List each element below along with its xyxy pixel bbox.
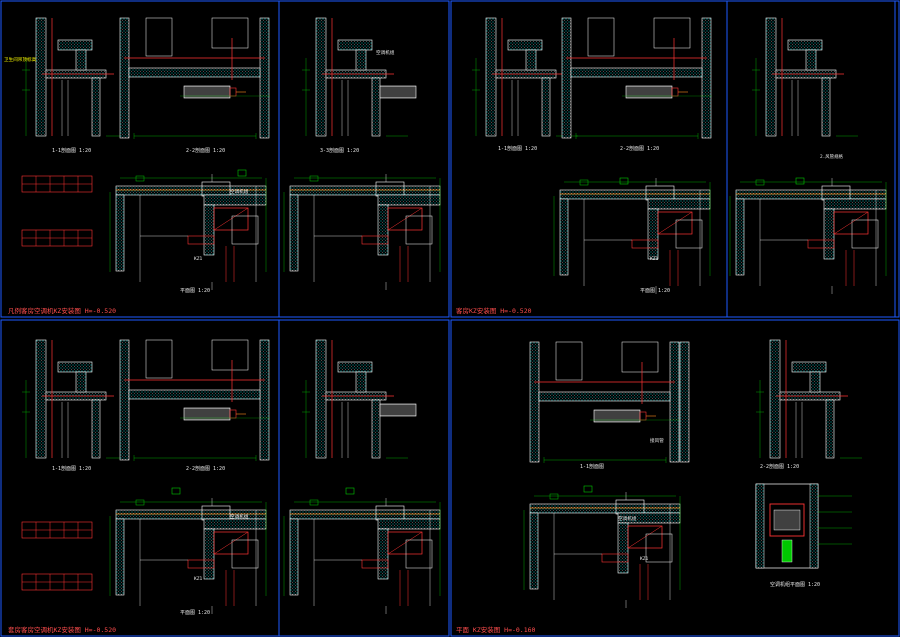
caption-1-1: 1-1剖面图 bbox=[580, 463, 604, 470]
caption-3-3: 3-3剖面图 1:20 bbox=[320, 147, 359, 154]
label-unit: 空调机组 bbox=[230, 513, 249, 520]
sheet-title: 平面 KZ安装图 H=-0.160 bbox=[456, 625, 536, 634]
sheet-4: 1-1剖面图 2-2剖面图 1:20 空调机组平面图 1:20 空调机组 KZ1… bbox=[456, 339, 863, 634]
caption-plan: 平面图 1:20 bbox=[180, 288, 210, 294]
label-kz: KZ1 bbox=[194, 256, 203, 262]
caption-plan: 平面图 1:20 bbox=[180, 610, 210, 616]
caption-2-2: 2-2剖面图 1:20 bbox=[186, 465, 225, 472]
label-duct: 接风管 bbox=[650, 437, 664, 444]
label-unit: 空调机组 bbox=[618, 515, 637, 522]
caption-2-2: 2-2剖面图 1:20 bbox=[620, 145, 659, 152]
section-markers bbox=[171, 169, 805, 495]
sheet-3: 1-1剖面图 1:20 2-2剖面图 1:20 平面图 1:20 空调机组 KZ… bbox=[8, 339, 441, 634]
caption-2-2: 2-2剖面图 1:20 bbox=[186, 147, 225, 154]
label-kz: KZ1 bbox=[640, 556, 649, 562]
caption-plan: 平面图 1:20 bbox=[640, 288, 670, 294]
label-kz: KZ1 bbox=[194, 576, 203, 582]
label-unit: 空调机组 bbox=[230, 188, 249, 195]
caption-1-1: 1-1剖面图 1:20 bbox=[52, 465, 91, 472]
caption-unit-plan: 空调机组平面图 1:20 bbox=[770, 581, 820, 588]
sheet-1: 1-1剖面图 1:20 2-2剖面图 1:20 平面图 1:20 卫生间吊顶标高… bbox=[4, 17, 271, 315]
label-unit-2: 空调机组 bbox=[376, 49, 395, 56]
sheet-2-left-panel: 3-3剖面图 1:20 空调机组 bbox=[283, 17, 441, 291]
label-kz: KZ1 bbox=[650, 256, 659, 262]
sheet-2: 1-1剖面图 1:20 2-2剖面图 1:20 平面图 1:20 KZ1 2.风… bbox=[456, 17, 887, 315]
note-duct: 2.风管规格 bbox=[820, 153, 843, 160]
sheet-title: 客房KZ安装图 H=-0.520 bbox=[456, 306, 532, 315]
caption-1-1: 1-1剖面图 1:20 bbox=[498, 145, 537, 152]
caption-1-1: 1-1剖面图 1:20 bbox=[52, 147, 91, 154]
unit-detail bbox=[755, 483, 852, 569]
label-ceiling: 卫生间吊顶标高 bbox=[4, 56, 37, 63]
caption-2-2: 2-2剖面图 1:20 bbox=[760, 463, 799, 470]
sheet-title: 凡例客房空调机KZ安装图 H=-0.520 bbox=[8, 306, 116, 315]
sheet-title: 套房客房空调机KZ安装图 H=-0.520 bbox=[8, 625, 116, 634]
